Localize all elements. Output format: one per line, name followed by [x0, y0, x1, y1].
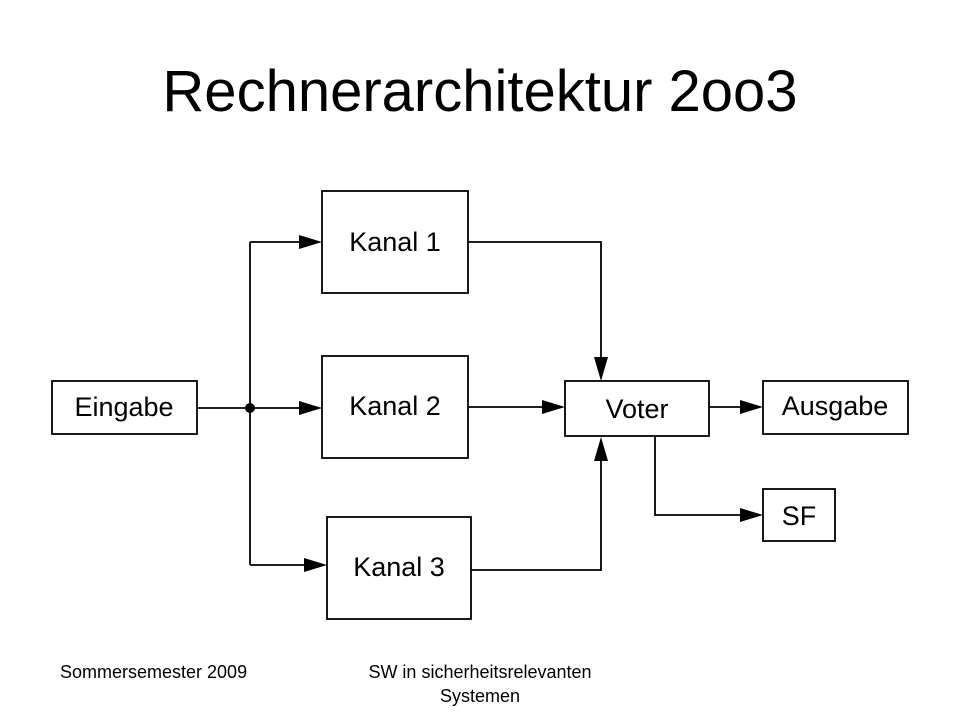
footer-course: SW in sicherheitsrelevanten Systemen: [368, 662, 592, 706]
connector-kanal1-voter: [468, 241, 602, 358]
node-voter-label: Voter: [605, 394, 668, 424]
arrowhead-voter-bottom: [594, 437, 608, 461]
arrowhead-sf: [740, 508, 763, 522]
node-sf-label: SF: [782, 501, 817, 531]
node-kanal1-label: Kanal 1: [349, 227, 441, 257]
arrowhead-kanal1: [299, 235, 322, 249]
node-eingabe: Eingabe: [51, 380, 198, 435]
connector-voter-sf: [654, 436, 741, 516]
node-ausgabe: Ausgabe: [762, 380, 909, 435]
node-eingabe-label: Eingabe: [74, 392, 173, 422]
footer-semester: Sommersemester 2009: [60, 662, 248, 682]
connector-kanal3-voter: [471, 460, 602, 571]
node-kanal1: Kanal 1: [321, 190, 469, 294]
node-kanal2: Kanal 2: [321, 355, 469, 459]
node-kanal2-label: Kanal 2: [349, 391, 441, 421]
arrowhead-voter-left: [542, 400, 565, 414]
arrowheads: [299, 235, 763, 572]
arrowhead-voter-top: [594, 357, 608, 381]
arrowhead-kanal2: [299, 401, 322, 415]
node-kanal3-label: Kanal 3: [353, 552, 445, 582]
arrowhead-ausgabe: [740, 400, 763, 414]
junction-dot: [245, 403, 255, 413]
node-kanal3: Kanal 3: [326, 516, 472, 620]
slide-title: Rechnerarchitektur 2oo3: [162, 59, 798, 124]
node-voter: Voter: [564, 380, 710, 437]
node-sf: SF: [762, 488, 836, 542]
arrowhead-kanal3: [304, 558, 327, 572]
node-ausgabe-label: Ausgabe: [782, 391, 889, 421]
